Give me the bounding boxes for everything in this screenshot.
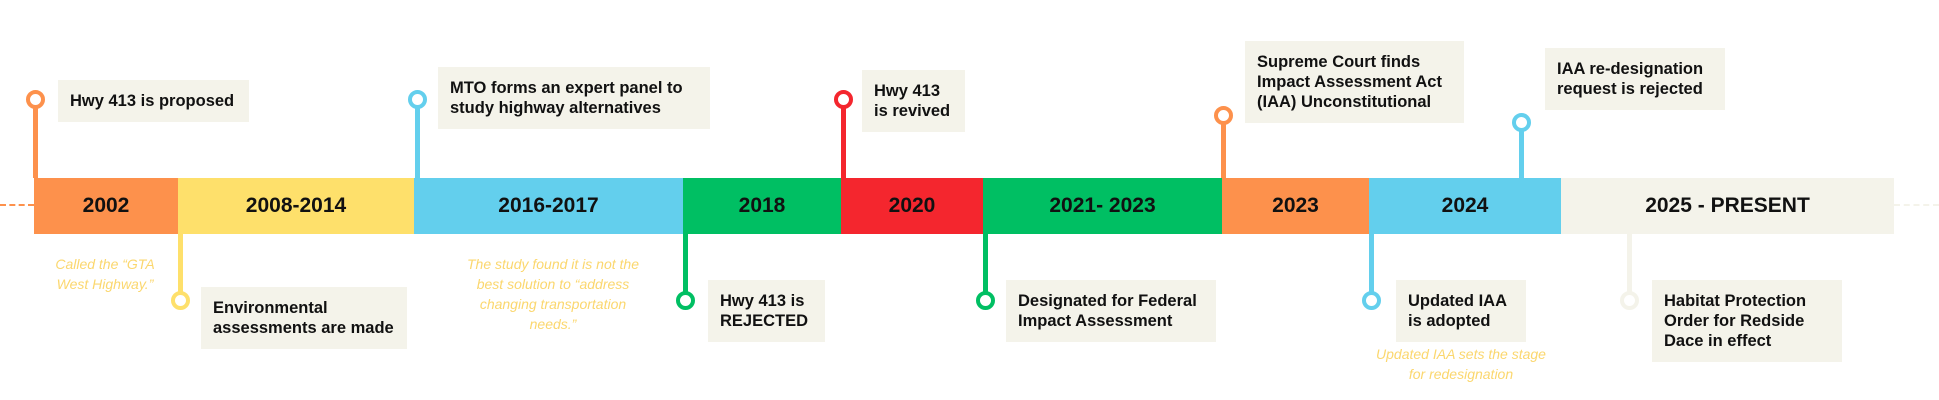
- timeline-segment: 2024: [1369, 178, 1561, 234]
- timeline-event-card: Supreme Court finds Impact Assessment Ac…: [1245, 41, 1464, 123]
- timeline-segment: 2002: [34, 178, 178, 234]
- timeline-event-card: Designated for Federal Impact Assessment: [1006, 280, 1216, 342]
- timeline-event-card: IAA re-designation request is rejected: [1545, 48, 1725, 110]
- timeline-event-card: Environmental assessments are made: [201, 287, 407, 349]
- timeline-marker-stem: [1368, 234, 1374, 300]
- timeline-marker-stem: [982, 234, 988, 300]
- timeline-marker-dot: [833, 89, 853, 109]
- timeline-annotation-note: Called the “GTA West Highway.”: [55, 256, 155, 292]
- timeline-event-card: Hwy 413 is proposed: [58, 80, 249, 122]
- timeline-marker-dot: [1619, 290, 1639, 310]
- timeline-annotation-note: Updated IAA sets the stage for redesigna…: [1376, 346, 1546, 382]
- timeline-marker-stem: [1626, 234, 1632, 300]
- timeline-marker-stem: [177, 234, 183, 300]
- timeline-event-card: Updated IAA is adopted: [1396, 280, 1526, 342]
- timeline-marker-stem: [32, 99, 38, 178]
- timeline-marker-dot: [1213, 105, 1233, 125]
- timeline-segment: 2025 - PRESENT: [1561, 178, 1894, 234]
- timeline-marker-stem: [840, 99, 846, 178]
- timeline-annotation-note: The study found it is not the best solut…: [467, 256, 639, 332]
- timeline-segment: 2018: [683, 178, 841, 234]
- timeline-event-card: Hwy 413 is REJECTED: [708, 280, 825, 342]
- timeline-marker-stem: [682, 234, 688, 300]
- timeline-event-card: MTO forms an expert panel to study highw…: [438, 67, 710, 129]
- timeline-dash-right: [1894, 204, 1939, 206]
- timeline-marker-dot: [675, 290, 695, 310]
- timeline-event-card: Hwy 413 is revived: [862, 70, 965, 132]
- timeline-marker-dot: [1511, 112, 1531, 132]
- timeline-segment: 2008-2014: [178, 178, 414, 234]
- timeline-marker-dot: [975, 290, 995, 310]
- timeline-dash-left: [0, 204, 34, 206]
- timeline-marker-dot: [170, 290, 190, 310]
- timeline-marker-dot: [407, 89, 427, 109]
- timeline-segment: 2020: [841, 178, 983, 234]
- timeline-segment: 2016-2017: [414, 178, 683, 234]
- timeline-marker-stem: [1518, 122, 1524, 178]
- timeline-marker-stem: [1220, 115, 1226, 178]
- timeline-marker-dot: [1361, 290, 1381, 310]
- timeline-event-card: Habitat Protection Order for Redside Dac…: [1652, 280, 1842, 362]
- timeline-segment: 2021- 2023: [983, 178, 1222, 234]
- timeline-marker-dot: [25, 89, 45, 109]
- timeline-marker-stem: [414, 99, 420, 178]
- timeline-segment: 2023: [1222, 178, 1369, 234]
